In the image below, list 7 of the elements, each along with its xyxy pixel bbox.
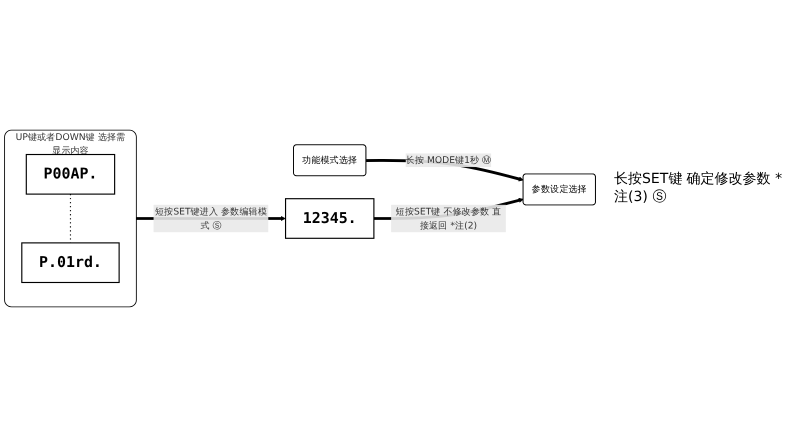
note-text: 长按SET键 确定修改参数 *注(3) Ⓢ bbox=[614, 170, 784, 206]
node-box: 12345. bbox=[284, 198, 374, 239]
edge-label: 长按 MODE键1秒 Ⓜ bbox=[406, 154, 492, 166]
node-box: P00AP. bbox=[26, 154, 116, 195]
edge-label: 短按SET键 不修改参数 直接返回 *注(2) bbox=[396, 206, 502, 231]
edge-label: 短按SET键进入 参数编辑模式 Ⓢ bbox=[154, 206, 267, 231]
node-box: P.01rd. bbox=[21, 242, 120, 284]
